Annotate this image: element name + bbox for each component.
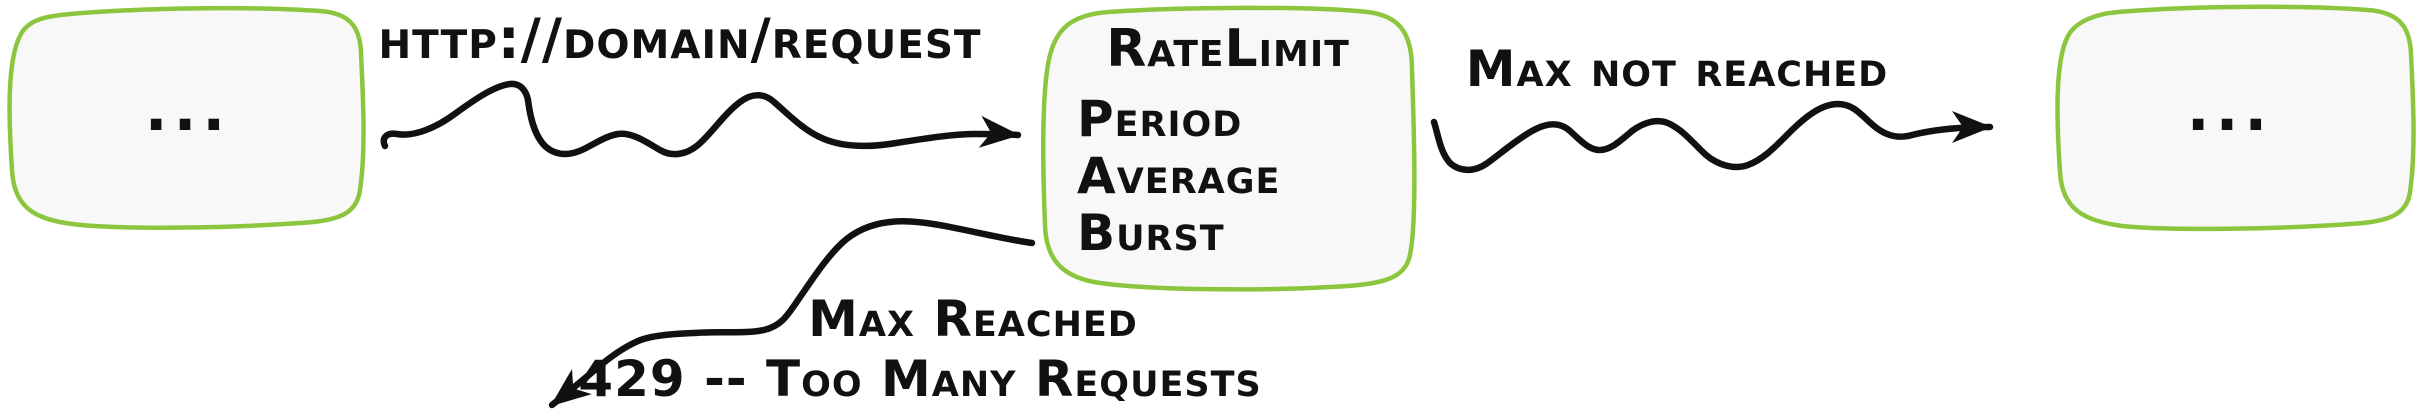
- max-not-reached-arrow-label: Max not reached: [1465, 40, 1889, 98]
- ratelimit-field-burst: Burst: [1077, 204, 1225, 262]
- request-arrow: [380, 80, 1022, 158]
- too-many-requests-label: 429 -- Too Many Requests: [578, 350, 1262, 408]
- ratelimit-box-outline: [1041, 5, 1417, 292]
- max-reached-arrow-label: Max Reached: [808, 290, 1138, 348]
- ratelimit-title: RateLimit: [1106, 19, 1350, 79]
- source-node-label: ...: [144, 75, 232, 145]
- ratelimit-field-period: Period: [1077, 90, 1243, 148]
- request-arrow-label: http://domain/request: [378, 7, 982, 71]
- max-reached-arrow: [548, 217, 1036, 409]
- ratelimit-field-average: Average: [1077, 147, 1281, 205]
- max-not-reached-arrow: [1430, 100, 1994, 174]
- target-box-outline: [2055, 4, 2416, 232]
- source-box-outline: [7, 5, 366, 230]
- target-node-label: ...: [2186, 75, 2274, 145]
